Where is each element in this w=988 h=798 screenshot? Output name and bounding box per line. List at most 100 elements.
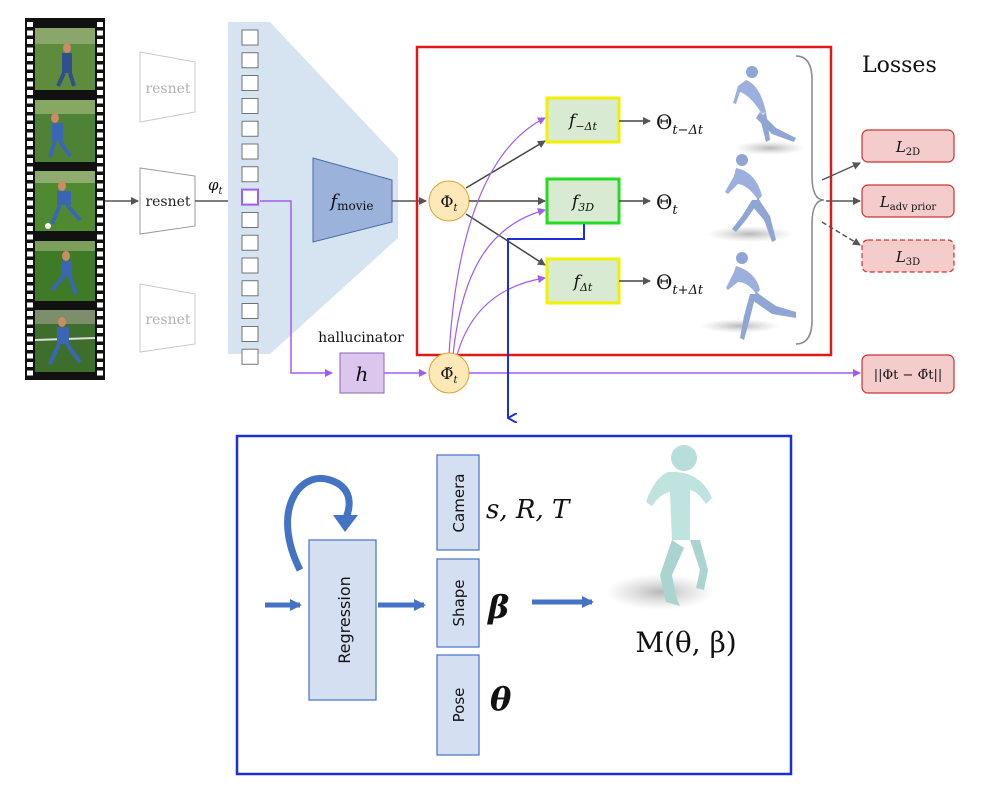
film-sprocket-hole — [97, 285, 103, 291]
Phi-t-label: Φt — [440, 192, 458, 214]
film-sprocket-hole — [97, 302, 103, 308]
film-sprocket-hole — [27, 183, 33, 189]
film-sprocket-hole — [27, 260, 33, 265]
video-frame-1 — [35, 28, 95, 90]
video-film-strip — [25, 18, 105, 380]
film-sprocket-hole — [97, 268, 103, 274]
film-sprocket-hole — [97, 336, 103, 342]
camera-param-block: Camera — [436, 454, 480, 551]
film-sprocket-hole — [97, 370, 103, 376]
film-sprocket-hole — [27, 226, 33, 231]
film-sprocket-hole — [97, 328, 103, 333]
film-sprocket-hole — [97, 260, 103, 265]
film-sprocket-hole — [97, 141, 103, 146]
Phi-tilde-label: Φ̃t — [440, 364, 458, 386]
video-frame-2 — [35, 100, 95, 162]
film-sprocket-hole — [27, 141, 33, 146]
feature-cells — [241, 29, 259, 365]
film-sprocket-hole — [27, 328, 33, 333]
resnet-label-bottom: resnet — [145, 312, 190, 328]
pose-theta-symbol: θ — [490, 680, 512, 718]
regressor-detail-box — [235, 434, 793, 776]
film-sprocket-hole — [27, 353, 33, 359]
loss-consistency: ||Φt − Φ̃t|| — [861, 354, 955, 394]
film-sprocket-hole — [97, 175, 103, 180]
expand-f3d-connector — [507, 224, 585, 418]
resnet-label-main: resnet — [145, 194, 190, 210]
smpl-model-label: M(θ, β) — [635, 626, 736, 659]
Phi-tilde-node: Φ̃t — [428, 352, 470, 394]
feature-cell — [241, 257, 259, 274]
feature-cell — [241, 98, 259, 114]
loss-L3D: L3D — [861, 239, 955, 273]
feature-cell — [241, 52, 259, 69]
film-sprocket-hole — [27, 149, 33, 155]
film-sprocket-hole — [97, 73, 103, 78]
arrow-feature-to-hallucinator — [260, 200, 333, 377]
predictor-f-past: f−Δt — [545, 96, 621, 144]
film-sprocket-hole — [27, 217, 33, 223]
f-3d-label: f3D — [570, 192, 594, 214]
film-sprocket-hole — [97, 132, 103, 138]
pose-label: Pose — [450, 688, 468, 723]
film-sprocket-hole — [97, 149, 103, 155]
arrow-Phi-to-f-future — [465, 213, 546, 266]
resnet-encoder-bottom-faded: resnet — [139, 283, 196, 353]
h-label: h — [356, 362, 369, 386]
film-sprocket-hole — [97, 56, 103, 61]
resnet-encoder-top-faded: resnet — [139, 51, 196, 123]
arrow-Phitilde-to-f-past — [448, 117, 546, 356]
film-sprocket-hole — [97, 90, 103, 95]
losses-title: Losses — [862, 53, 937, 78]
arrow-Phitilde-to-f-3d — [452, 207, 546, 356]
film-sprocket-hole — [97, 209, 103, 214]
feature-cell — [241, 234, 259, 251]
f-movie-block: fmovie — [312, 157, 393, 243]
film-sprocket-hole — [27, 362, 33, 367]
body-mesh-current — [706, 154, 794, 242]
film-sprocket-hole — [97, 217, 103, 223]
film-sprocket-hole — [27, 30, 33, 36]
arrow-Phitilde-to-f-future — [456, 275, 546, 356]
pose-param-block: Pose — [436, 654, 480, 756]
film-sprocket-hole — [27, 115, 33, 121]
film-sprocket-hole — [27, 234, 33, 240]
feature-cell — [241, 348, 259, 365]
film-sprocket-hole — [97, 158, 103, 163]
consistency-loss-label: ||Φt − Φ̃t|| — [874, 368, 942, 383]
film-sprocket-hole — [97, 22, 103, 27]
film-sprocket-hole — [97, 166, 103, 172]
film-sprocket-hole — [27, 370, 33, 376]
film-sprocket-hole — [97, 353, 103, 359]
film-sprocket-hole — [97, 107, 103, 112]
film-sprocket-hole — [97, 115, 103, 121]
camera-params-text: s, R, T — [486, 495, 571, 525]
film-sprocket-hole — [27, 243, 33, 248]
feature-cell-current — [241, 188, 259, 206]
film-sprocket-hole — [97, 192, 103, 197]
film-sprocket-hole — [27, 277, 33, 282]
film-sprocket-hole — [27, 39, 33, 44]
film-sprocket-hole — [97, 183, 103, 189]
film-sprocket-hole — [97, 64, 103, 70]
film-sprocket-hole — [27, 175, 33, 180]
feature-cell — [241, 29, 259, 46]
feature-cell — [241, 325, 259, 342]
film-sprocket-hole — [97, 319, 103, 325]
film-sprocket-hole — [27, 56, 33, 61]
video-frame-5 — [34, 310, 96, 372]
theta-current-label: Θt — [656, 190, 678, 218]
phi-label: φt — [208, 176, 224, 197]
arrow-Phi-to-f-past — [465, 140, 546, 189]
hallucinator-h-block: h — [339, 352, 385, 394]
film-sprocket-hole — [97, 234, 103, 240]
film-sprocket-hole — [97, 362, 103, 367]
f-past-label: f−Δt — [567, 111, 597, 133]
feature-cell — [241, 280, 259, 297]
svg-text:L2D: L2D — [895, 138, 920, 158]
regression-label: Regression — [335, 576, 354, 664]
film-sprocket-hole — [27, 251, 33, 257]
video-frame-4 — [35, 241, 95, 301]
